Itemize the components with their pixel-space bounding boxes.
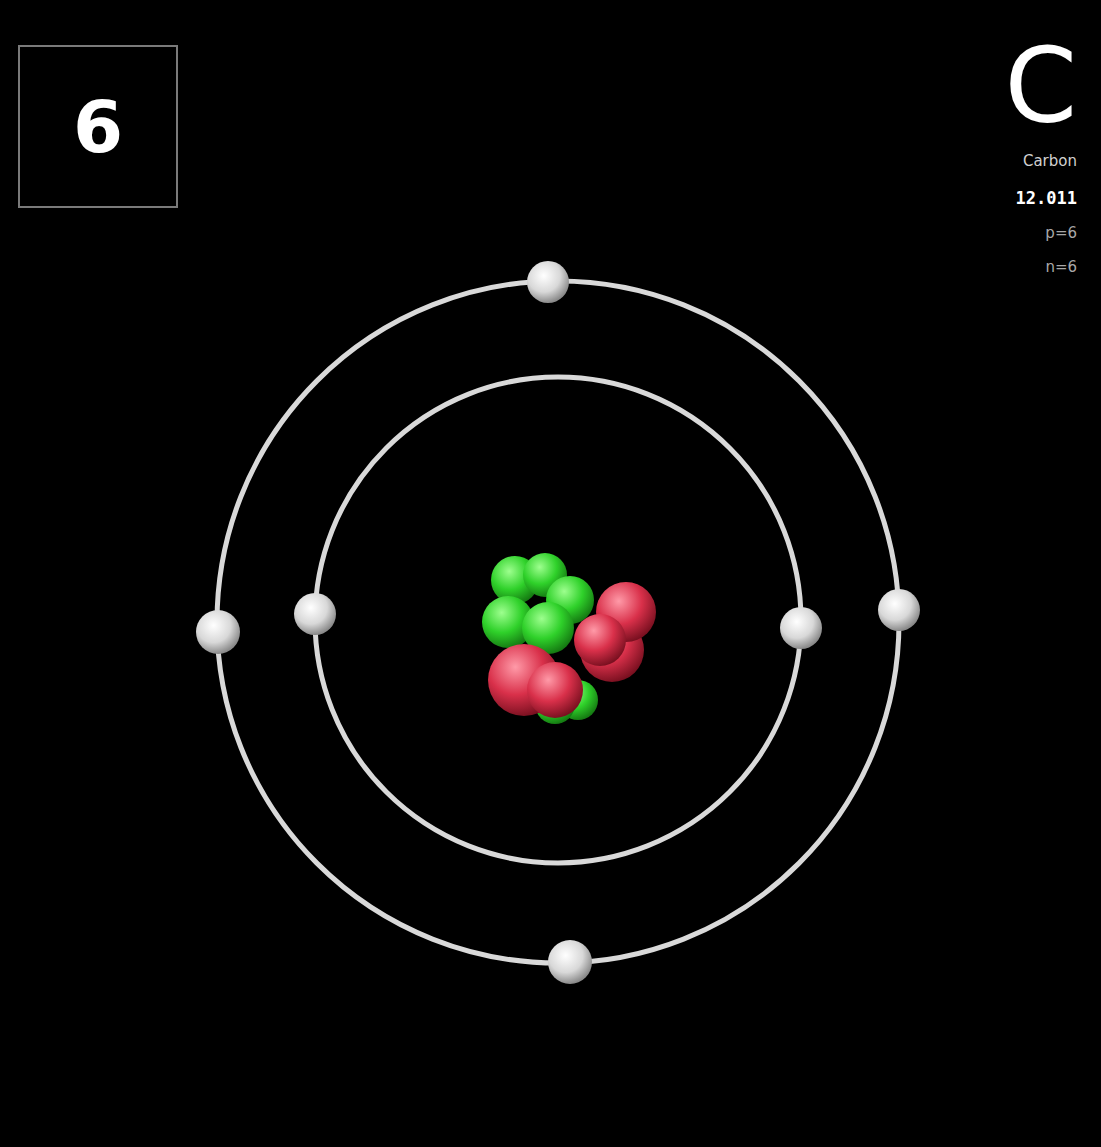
element-symbol: C [1004,34,1077,138]
element-name: Carbon [1023,154,1077,169]
atomic-mass: 12.011 [1016,190,1077,207]
neutron-count: n=6 [1045,260,1077,275]
nucleus [482,553,656,724]
atomic-number: 6 [73,91,123,163]
atomic-number-box: 6 [18,45,178,208]
inner-orbit [315,377,801,863]
outer-orbit [217,281,899,963]
electrons [196,261,920,984]
proton-count: p=6 [1045,226,1077,241]
